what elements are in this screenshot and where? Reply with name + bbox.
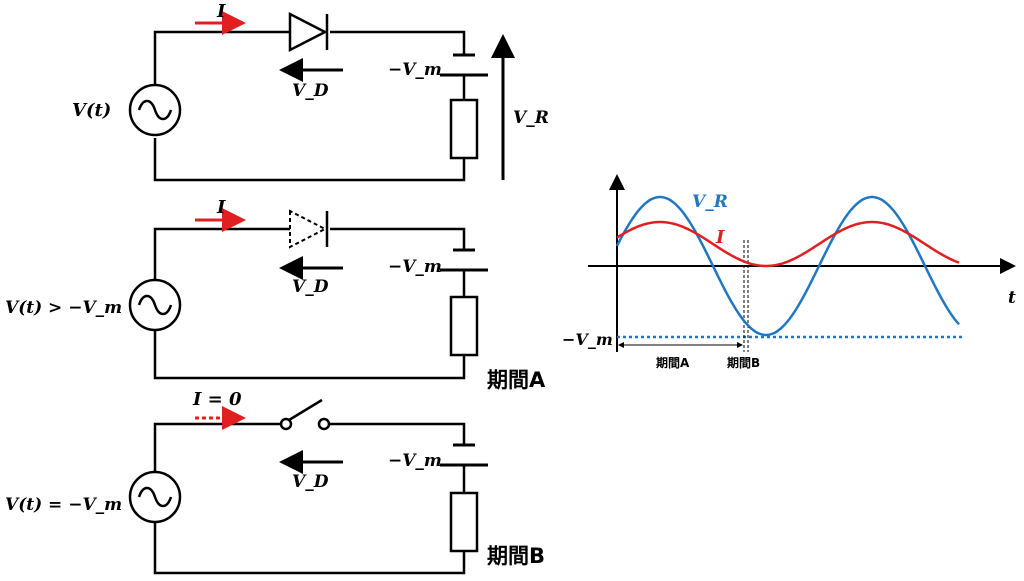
sine-symbol <box>137 486 173 508</box>
battery-label-2: −V_m <box>388 257 442 277</box>
wire-bottom <box>153 522 466 575</box>
vr-label: V_R <box>513 108 549 128</box>
wire-right-top <box>330 422 466 445</box>
vr-curve-label: V_R <box>692 192 728 212</box>
diode-triangle-dashed <box>289 209 328 249</box>
period-a-label: 期間A <box>487 368 546 392</box>
period-b-label: 期間B <box>487 544 545 568</box>
t-axis-label: t <box>1008 288 1016 308</box>
battery-label-3: −V_m <box>388 451 442 471</box>
vd-label-2: V_D <box>292 277 329 297</box>
current-label-2: I <box>216 197 226 218</box>
wire-bottom <box>153 330 466 380</box>
period-a-axis-label: 期間A <box>656 355 690 370</box>
circuit-3 <box>128 398 488 575</box>
current-label-3: I = 0 <box>192 389 242 410</box>
circuit-1 <box>128 11 515 182</box>
source-label-3: V(t) = −V_m <box>5 495 122 515</box>
i-waveform <box>616 220 960 268</box>
battery-label-1: −V_m <box>388 60 442 80</box>
wire-left-top <box>153 422 280 472</box>
source-label-2: V(t) > −V_m <box>5 298 122 318</box>
switch-contact-right <box>317 417 331 431</box>
ac-source <box>128 278 182 332</box>
circuit-2 <box>128 209 488 380</box>
switch-lever <box>288 398 323 422</box>
resistor <box>449 98 479 160</box>
vd-label-1: V_D <box>292 81 329 101</box>
wire-left-top <box>153 30 290 86</box>
ac-source <box>128 470 182 524</box>
current-label-1: I <box>216 1 226 22</box>
switch-contact-left <box>279 417 293 431</box>
wire-bottom <box>153 138 466 182</box>
diode-triangle <box>288 11 328 53</box>
period-b-axis-label: 期間B <box>727 355 760 370</box>
vr-waveform <box>615 195 960 337</box>
resistor <box>449 491 479 553</box>
wire-right-top <box>330 30 466 55</box>
i-curve-label: I <box>715 227 725 248</box>
resistor <box>449 295 479 357</box>
ac-source <box>128 83 182 137</box>
sine-symbol <box>137 294 173 316</box>
sine-symbol <box>137 99 173 121</box>
vm-axis-label: −V_m <box>562 330 613 349</box>
source-label-1: V(t) <box>72 100 111 121</box>
waveform-graph <box>588 174 1016 352</box>
wire-left-top <box>153 227 290 280</box>
wire-right-top <box>330 227 466 250</box>
vd-label-3: V_D <box>292 472 329 492</box>
